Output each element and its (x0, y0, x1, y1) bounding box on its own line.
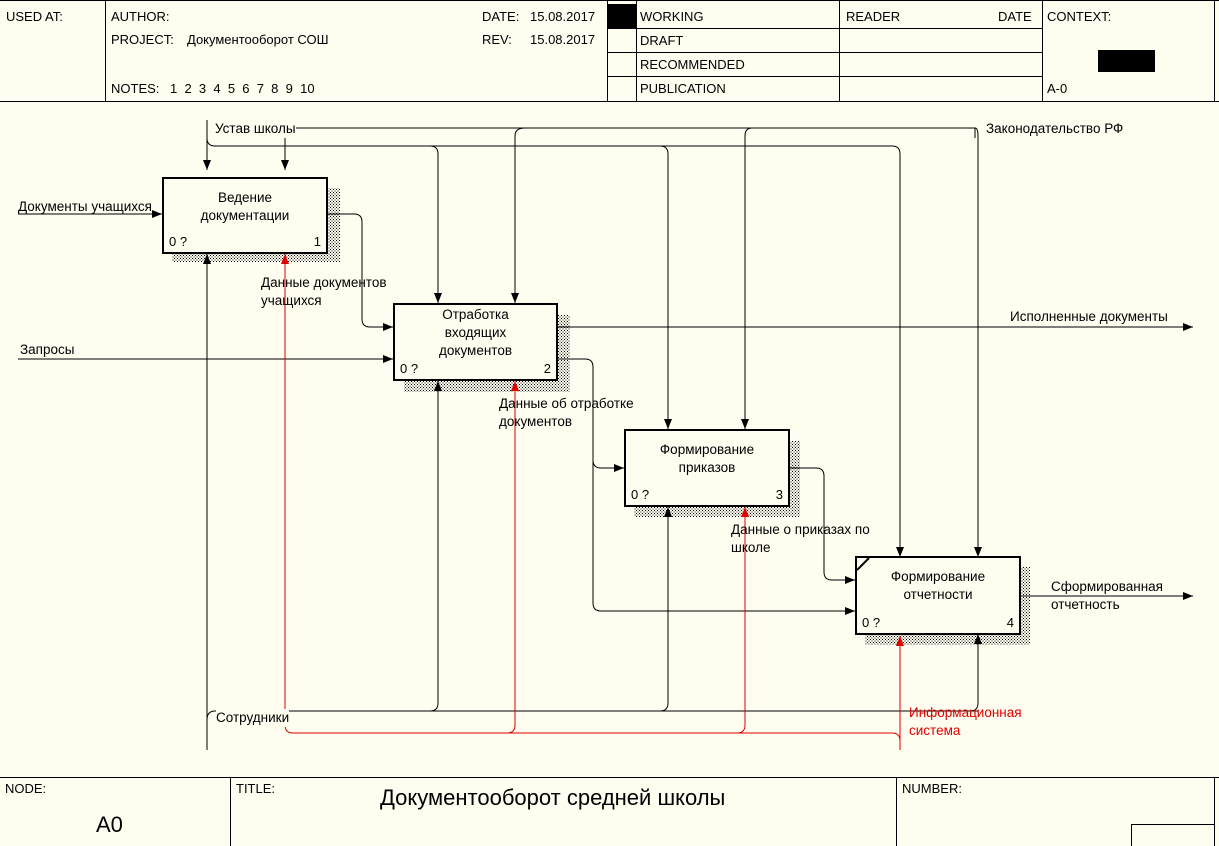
arrow-data-processing-to4 (592, 460, 855, 615)
footer-grid (0, 777, 1219, 846)
status-working: WORKING (640, 9, 704, 24)
label-infosys: Информационная система (909, 705, 1022, 738)
label-requests: Запросы (20, 342, 75, 357)
arrow-staff-corner (206, 710, 216, 721)
activity-code: 0 ? (169, 234, 188, 249)
activity-code: 0 ? (631, 487, 650, 502)
date-label: DATE: (482, 9, 520, 24)
label-data-docs-students: Данные документов учащихся (261, 275, 387, 308)
activity-box-2[interactable]: Отработка входящих документов 0 ? 2 (393, 303, 558, 381)
label-executed-docs: Исполненные документы (1010, 309, 1168, 324)
header-grid (0, 0, 1219, 102)
status-recommended: RECOMMENDED (640, 57, 745, 72)
arrow-ustav-main (206, 137, 904, 557)
used-at-label: USED AT: (6, 9, 63, 24)
diagram-title: Документооборот средней школы (380, 785, 726, 810)
corner-mark-icon (857, 558, 870, 571)
arrow-staff-to2 (429, 381, 442, 712)
working-marker (608, 4, 636, 28)
arrow-zakon-to4 (974, 127, 982, 557)
arrow-data-orders (789, 467, 855, 584)
activity-title: Отработка входящих документов (439, 307, 512, 358)
context-label: CONTEXT: (1047, 9, 1112, 24)
arrow-infosys-to2 (506, 381, 519, 734)
arrow-staff-to4 (969, 634, 982, 712)
rev-value: 15.08.2017 (530, 32, 596, 47)
label-ustav: Устав школы (215, 120, 296, 138)
notes-value: 1 2 3 4 5 6 7 8 9 10 (170, 81, 315, 96)
activity-title: Формирование приказов (659, 442, 755, 475)
project-label: PROJECT: (111, 32, 174, 47)
project-value: Документооборот СОШ (187, 32, 329, 47)
label-data-processing: Данные об отработке документов (499, 396, 634, 429)
activity-code: 0 ? (400, 361, 419, 376)
arrow-infosys-bus (293, 732, 901, 742)
label-zakon: Законодательство РФ (986, 121, 1124, 136)
status-publication: PUBLICATION (640, 81, 726, 96)
activity-number: 3 (775, 487, 783, 502)
arrow-staff-to3 (659, 507, 672, 712)
activity-box-1[interactable]: Ведение документации 0 ? 1 (162, 177, 328, 254)
arrow-zakon-to2 (511, 127, 526, 303)
arrow-data-docs-students (327, 213, 393, 331)
arrow-data-processing-to3 (557, 358, 624, 472)
title-label: TITLE: (236, 781, 276, 796)
arrow-zakon-to3 (741, 127, 753, 429)
reader-date-label: DATE (998, 9, 1032, 24)
number-label: NUMBER: (902, 781, 962, 796)
author-label: AUTHOR: (111, 9, 170, 24)
reader-label: READER (846, 9, 901, 24)
arrow-zakon-top (215, 127, 976, 138)
diagram-header: USED AT: AUTHOR: PROJECT: Документооборо… (0, 0, 1219, 102)
activity-title: Ведение документации (200, 190, 290, 223)
node-label: NODE: (5, 781, 47, 796)
arrow-ustav-to2 (429, 145, 442, 303)
activity-title: Формирование отчетности (890, 569, 986, 602)
date-value: 15.08.2017 (530, 9, 596, 24)
activity-number: 2 (543, 361, 551, 376)
context-node: A-0 (1047, 81, 1068, 96)
label-data-orders: Данные о приказах по школе (731, 522, 870, 555)
activity-number: 1 (313, 234, 321, 249)
arrow-infosys-to3 (736, 507, 749, 734)
node-value: A0 (96, 812, 123, 837)
activity-code: 0 ? (862, 615, 881, 630)
notes-label: NOTES: (111, 81, 160, 96)
diagram-footer: NODE: A0 TITLE: Документооборот средней … (0, 777, 1219, 846)
arrow-ustav-to3 (659, 145, 672, 429)
label-docs-students: Документы учащихся (18, 199, 152, 214)
label-staff: Сотрудники (216, 709, 290, 727)
activity-number: 4 (1006, 615, 1014, 630)
activity-box-3[interactable]: Формирование приказов 0 ? 3 (624, 429, 790, 507)
status-draft: DRAFT (640, 33, 684, 48)
rev-label: REV: (482, 32, 512, 47)
activity-box-4[interactable]: Формирование отчетности 0 ? 4 (855, 556, 1021, 635)
label-report: Сформированная отчетность (1051, 579, 1163, 612)
context-block (1098, 50, 1155, 72)
